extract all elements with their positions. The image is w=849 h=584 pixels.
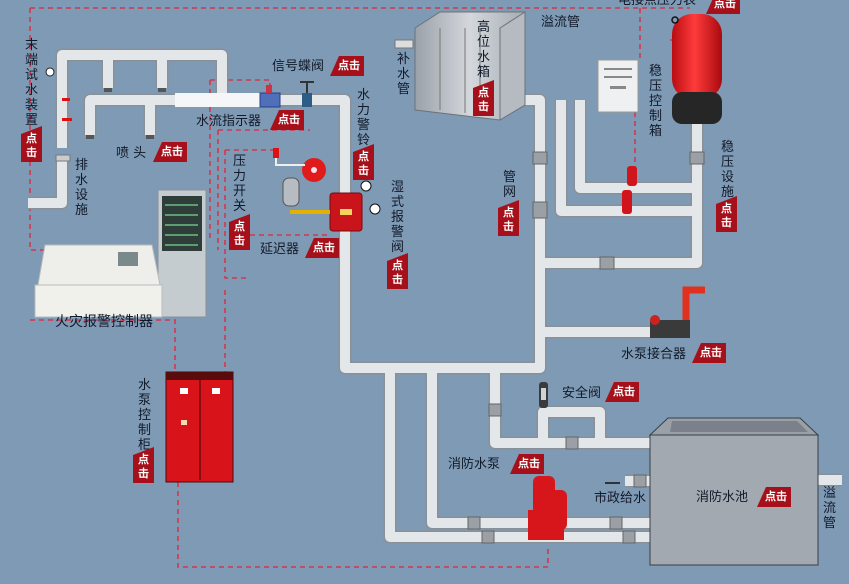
label-municipal-supply: 市政给水 bbox=[594, 491, 647, 506]
label-pipe-network: 管网 bbox=[502, 170, 516, 200]
pressure-tank-icon bbox=[671, 14, 722, 124]
fire-pump-icons bbox=[528, 476, 567, 540]
click-badge-end-test-device[interactable]: 点击 bbox=[21, 126, 42, 162]
label-fire-pool: 消防水池 bbox=[696, 490, 749, 505]
label-drainage: 排水设施 bbox=[74, 158, 88, 218]
label-pressure-switch: 压力开关 bbox=[232, 154, 246, 214]
label-fire-pump: 消防水泵 bbox=[448, 457, 501, 472]
pipe-network bbox=[28, 48, 842, 544]
wet-alarm-valve-icon bbox=[329, 180, 381, 232]
water-motor-gong-icon bbox=[302, 158, 326, 182]
label-fire-alarm-controller: 火灾报警控制器 bbox=[55, 314, 153, 330]
label-overflow-pipe-bottom: 溢流管 bbox=[822, 486, 836, 531]
click-badge-elevated-tank[interactable]: 点击 bbox=[473, 80, 494, 116]
click-badge-pressure-switch[interactable]: 点击 bbox=[229, 214, 250, 250]
click-badge-fire-pool[interactable]: 点击 bbox=[757, 487, 791, 507]
label-pump-control-cabinet: 水泵控制柜 bbox=[137, 378, 151, 453]
pump-control-cabinet-icon bbox=[165, 371, 234, 483]
label-elevated-tank: 高位水箱 bbox=[476, 20, 490, 80]
click-badge-pump-control-cabinet[interactable]: 点击 bbox=[133, 447, 154, 483]
signal-butterfly-valve-icon bbox=[300, 81, 314, 107]
stabilizer-pump-icons bbox=[622, 166, 637, 214]
click-badge-electric-contact-gauge[interactable]: 点击 bbox=[706, 0, 740, 14]
pump-adapter-icon bbox=[650, 286, 705, 338]
label-electric-contact-gauge: 电接点压力表 bbox=[618, 0, 697, 8]
label-stabilizer-control-box: 稳压控制箱 bbox=[648, 64, 662, 139]
label-safety-valve: 安全阀 bbox=[562, 386, 602, 401]
label-water-flow-indicator: 水流指示器 bbox=[196, 114, 262, 129]
label-stabilizer-facility: 稳压设施 bbox=[720, 140, 734, 200]
end-test-device-icon bbox=[45, 67, 72, 162]
label-water-motor-gong: 水力警铃 bbox=[356, 88, 370, 148]
click-badge-water-motor-gong[interactable]: 点击 bbox=[353, 144, 374, 180]
click-badge-retard-chamber[interactable]: 点击 bbox=[305, 238, 339, 258]
label-pump-adapter: 水泵接合器 bbox=[621, 347, 687, 362]
water-flow-indicator-icon bbox=[259, 92, 281, 108]
retard-chamber-icon bbox=[282, 177, 330, 214]
pressure-switch-icon bbox=[273, 148, 305, 166]
stabilizer-control-box-icon bbox=[597, 59, 639, 113]
fire-alarm-controller-icon bbox=[34, 189, 207, 318]
label-makeup-pipe: 补水管 bbox=[396, 52, 410, 97]
label-retard-chamber: 延迟器 bbox=[260, 242, 300, 257]
click-badge-water-flow-indicator[interactable]: 点击 bbox=[270, 110, 304, 130]
click-badge-stabilizer-facility[interactable]: 点击 bbox=[716, 196, 737, 232]
click-badge-wet-alarm-valve[interactable]: 点击 bbox=[387, 253, 408, 289]
gate-valve-icons bbox=[467, 151, 705, 544]
click-badge-pipe-network[interactable]: 点击 bbox=[498, 200, 519, 236]
label-sprinkler-head: 喷 头 bbox=[116, 146, 147, 161]
click-badge-signal-butterfly-valve[interactable]: 点击 bbox=[330, 56, 364, 76]
click-badge-fire-pump[interactable]: 点击 bbox=[510, 454, 544, 474]
label-signal-butterfly-valve: 信号蝶阀 bbox=[272, 59, 325, 74]
label-wet-alarm-valve: 湿式报警阀 bbox=[390, 180, 404, 255]
elevated-tank-icon bbox=[394, 11, 526, 121]
flow-indicator-switch-icon bbox=[266, 85, 272, 93]
fire-pool-icon bbox=[648, 417, 820, 566]
signal-wiring bbox=[29, 7, 700, 568]
click-badge-safety-valve[interactable]: 点击 bbox=[605, 382, 639, 402]
sprinkler-head-icons bbox=[86, 88, 166, 139]
click-badge-sprinkler-head[interactable]: 点击 bbox=[153, 142, 187, 162]
label-overflow-pipe-top: 溢流管 bbox=[541, 15, 581, 30]
safety-valve-icon bbox=[539, 382, 548, 408]
label-end-test-device: 末端试水装置 bbox=[24, 38, 38, 128]
click-badge-pump-adapter[interactable]: 点击 bbox=[692, 343, 726, 363]
